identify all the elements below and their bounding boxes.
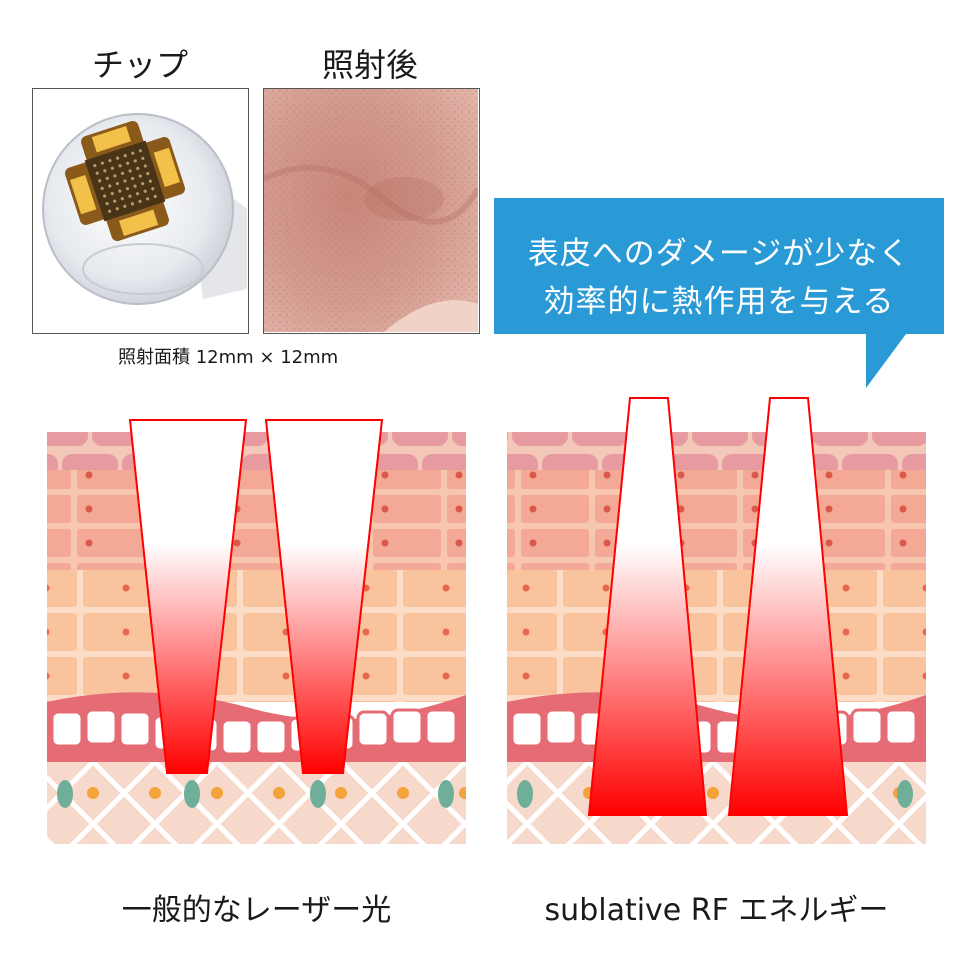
after-photo [263, 88, 480, 334]
label-laser: 一般的なレーザー光 [121, 893, 392, 928]
skin-diagrams [47, 397, 926, 844]
left-skin-panel [47, 419, 466, 844]
irradiation-area-text: 照射面積 12mm × 12mm [118, 347, 339, 368]
chip-title: チップ [91, 46, 188, 84]
callout-line-2: 効率的に熱作用を与える [543, 284, 895, 320]
rf-beam-1 [587, 397, 708, 816]
label-sublative-rf: sublative RF エネルギー [544, 893, 889, 928]
callout-box: 表皮へのダメージが少なく 効率的に熱作用を与える [494, 198, 944, 334]
skin-photo-illustration [264, 89, 479, 332]
right-skin-panel [507, 397, 926, 844]
laser-beam-2 [264, 419, 384, 774]
rf-beam-2 [727, 397, 849, 816]
laser-beam-1 [128, 419, 248, 774]
after-title: 照射後 [321, 46, 418, 84]
chip-photo [32, 88, 249, 334]
callout-line-1: 表皮へのダメージが少なく [527, 236, 911, 272]
chip-illustration [42, 113, 247, 305]
callout-tail [866, 334, 906, 388]
